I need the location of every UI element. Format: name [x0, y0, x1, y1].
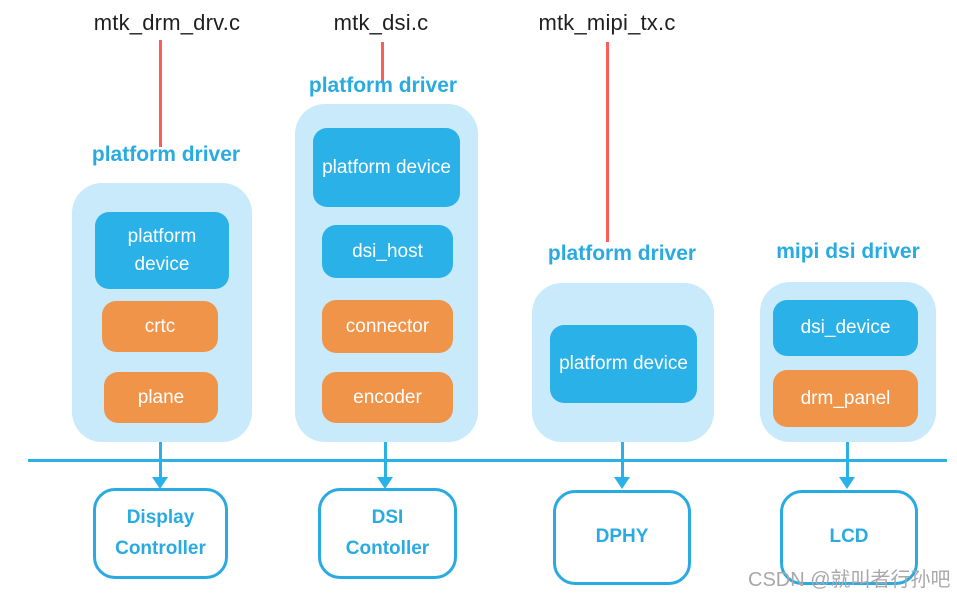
component-box-connector: connector — [322, 300, 453, 353]
group-label-platform-driver-2: platform driver — [308, 74, 458, 97]
csdn-watermark: CSDN @就叫者行孙吧 — [748, 569, 951, 591]
arrowhead-icon — [839, 477, 855, 489]
file-label-mtk-drm-drv: mtk_drm_drv.c — [93, 10, 241, 35]
group-label-platform-driver-1: platform driver — [91, 143, 241, 166]
red-connector-line-dsi — [381, 42, 384, 83]
component-box-platform-device-1: platform device — [95, 212, 229, 289]
group-label-platform-driver-3: platform driver — [547, 242, 697, 265]
red-connector-line-drm-drv — [159, 40, 162, 147]
component-box-platform-device-3: platform device — [550, 325, 697, 403]
component-box-dsi-device: dsi_device — [773, 300, 918, 356]
hardware-box-dsi-controller: DSI Contoller — [318, 488, 457, 579]
arrowhead-icon — [377, 477, 393, 489]
hardware-box-dphy: DPHY — [553, 490, 691, 585]
component-box-crtc: crtc — [102, 301, 218, 352]
arrowhead-icon — [614, 477, 630, 489]
arrowhead-icon — [152, 477, 168, 489]
component-box-dsi-host: dsi_host — [322, 225, 453, 278]
bus-line — [28, 459, 947, 462]
component-box-platform-device-2: platform device — [313, 128, 460, 207]
component-box-plane: plane — [104, 372, 218, 423]
red-connector-line-mipi-tx — [606, 42, 609, 242]
file-label-mtk-mipi-tx: mtk_mipi_tx.c — [538, 10, 676, 35]
component-box-drm-panel: drm_panel — [773, 370, 918, 427]
hardware-box-display-controller: Display Controller — [93, 488, 228, 579]
group-label-mipi-dsi-driver: mipi dsi driver — [776, 240, 920, 263]
hardware-box-lcd: LCD — [780, 490, 918, 585]
file-label-mtk-dsi: mtk_dsi.c — [333, 10, 429, 35]
component-box-encoder: encoder — [322, 372, 453, 423]
